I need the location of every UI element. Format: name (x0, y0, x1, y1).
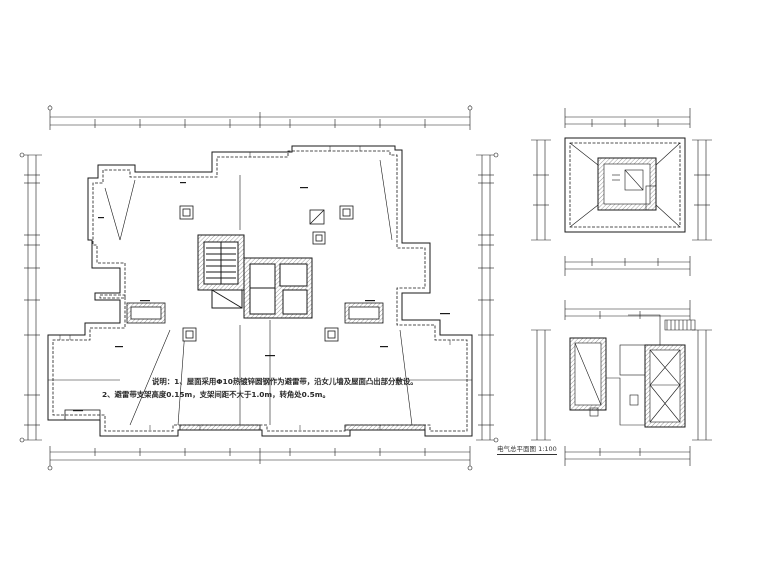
central-core (197, 234, 313, 319)
main-plan-dimensions (20, 105, 498, 470)
roof-diagonal-lines (48, 159, 472, 426)
design-note: 说明：1、屋面采用Φ10热镀锌圆钢作为避雷带，沿女儿墙及屋面凸出部分敷设。 2、… (102, 377, 418, 399)
small-plan-bottom (531, 300, 712, 466)
design-note-line-1: 说明：1、屋面采用Φ10热镀锌圆钢作为避雷带，沿女儿墙及屋面凸出部分敷设。 (152, 377, 418, 386)
roof-vent-boxes (126, 205, 384, 342)
annotation-marks (73, 182, 450, 412)
plan-caption: 电气总平面图 1:100 (497, 443, 557, 455)
grid-axis-bubbles (19, 105, 499, 471)
small-plan-top (531, 108, 712, 276)
plan-caption-text: 电气总平面图 1:100 (497, 445, 557, 455)
main-building-outline (47, 145, 473, 437)
bottom-ledges (64, 409, 426, 431)
design-note-line-2: 2、避雷带支架高度0.15m，支架间距不大于1.0m，转角处0.5m。 (102, 390, 330, 400)
